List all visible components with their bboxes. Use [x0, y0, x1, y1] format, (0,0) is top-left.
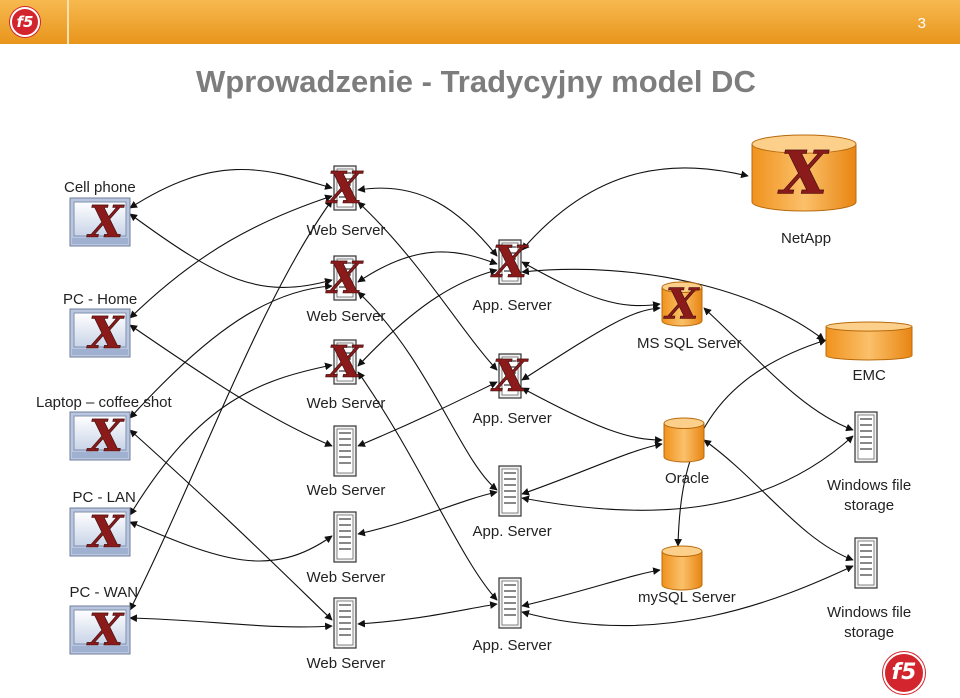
- label-wfs2: Windows file storage: [827, 604, 912, 641]
- failure-x-icon: X: [663, 279, 700, 328]
- database-emc: [825, 321, 913, 361]
- slide-title: Wprowadzenie - Tradycyjny model DC: [196, 64, 756, 99]
- label-laptop: Laptop – coffee shot: [36, 394, 172, 411]
- label-netapp: NetApp: [781, 230, 832, 247]
- f5-logo-bottom: f5: [883, 652, 925, 694]
- label-w2: Web Server: [306, 308, 386, 325]
- label-w3: Web Server: [306, 395, 386, 412]
- failure-x-icon: X: [325, 253, 364, 304]
- label-a1: App. Server: [472, 297, 552, 314]
- web-server-w2: [333, 255, 357, 301]
- label-oracle: Oracle: [665, 470, 710, 487]
- failure-x-icon: X: [86, 308, 125, 359]
- slide-number: 3: [917, 15, 926, 32]
- label-emc: EMC: [852, 367, 886, 384]
- failure-x-icon: X: [325, 337, 364, 388]
- client-pchome: [69, 308, 131, 358]
- label-mssql: MS SQL Server: [637, 335, 742, 352]
- connection-line: [357, 601, 498, 628]
- f5-logo: f5: [10, 7, 40, 37]
- connection-line: [357, 489, 498, 537]
- client-pclan: [69, 507, 131, 557]
- app-server-a3: [498, 465, 522, 517]
- connection-line: [129, 194, 333, 319]
- connection-line: [521, 304, 661, 381]
- database-netapp: [751, 134, 857, 212]
- storage-wfs2: [854, 537, 878, 589]
- label-a2: App. Server: [472, 410, 552, 427]
- connection-line: [521, 441, 663, 496]
- database-oracle: [663, 417, 705, 463]
- failure-x-icon: X: [86, 605, 125, 656]
- failure-x-icon: X: [86, 507, 125, 558]
- label-a3: App. Server: [472, 523, 552, 540]
- app-server-a1: [498, 239, 522, 285]
- label-w5: Web Server: [306, 569, 386, 586]
- app-server-a2: [498, 353, 522, 399]
- label-w1: Web Server: [306, 222, 386, 239]
- failure-x-icon: X: [490, 237, 529, 288]
- connection-line: [129, 521, 333, 562]
- app-server-a4: [498, 577, 522, 629]
- connection-line: [129, 429, 333, 621]
- connection-line: [521, 167, 749, 251]
- connection-line: [129, 199, 333, 611]
- connection-line: [129, 614, 333, 631]
- header-divider: [67, 0, 69, 44]
- failure-x-icon: X: [490, 351, 529, 402]
- web-server-w4: [333, 425, 357, 477]
- web-server-w3: [333, 339, 357, 385]
- database-mysql: [661, 545, 703, 591]
- label-w4: Web Server: [306, 482, 386, 499]
- failure-x-icon: X: [325, 163, 364, 214]
- connection-line: [129, 213, 333, 288]
- label-pclan: PC - LAN: [72, 489, 136, 506]
- label-pcwan: PC - WAN: [69, 584, 139, 601]
- client-pcwan: [69, 605, 131, 655]
- label-a4: App. Server: [472, 637, 552, 654]
- label-w6: Web Server: [306, 655, 386, 672]
- failure-x-icon: X: [777, 138, 830, 208]
- database-mssql: [661, 281, 703, 327]
- client-cell: [69, 197, 131, 247]
- connection-lines: [129, 167, 854, 631]
- web-server-w6: [333, 597, 357, 649]
- web-server-w5: [333, 511, 357, 563]
- header-bar: [0, 0, 960, 44]
- label-pchome: PC - Home: [63, 291, 138, 308]
- connection-line: [357, 251, 498, 283]
- label-wfs1: Windows file storage: [827, 477, 912, 514]
- web-server-w1: [333, 165, 357, 211]
- client-laptop: [69, 411, 131, 461]
- connection-line: [521, 565, 854, 627]
- failure-x-icon: X: [86, 411, 125, 462]
- failure-x-icon: X: [86, 197, 125, 248]
- label-mysql: mySQL Server: [638, 589, 736, 606]
- storage-wfs1: [854, 411, 878, 463]
- connection-line: [129, 168, 333, 209]
- connection-line: [674, 338, 827, 547]
- connection-line: [357, 268, 498, 367]
- connection-line: [357, 381, 498, 447]
- label-cell: Cell phone: [64, 179, 136, 196]
